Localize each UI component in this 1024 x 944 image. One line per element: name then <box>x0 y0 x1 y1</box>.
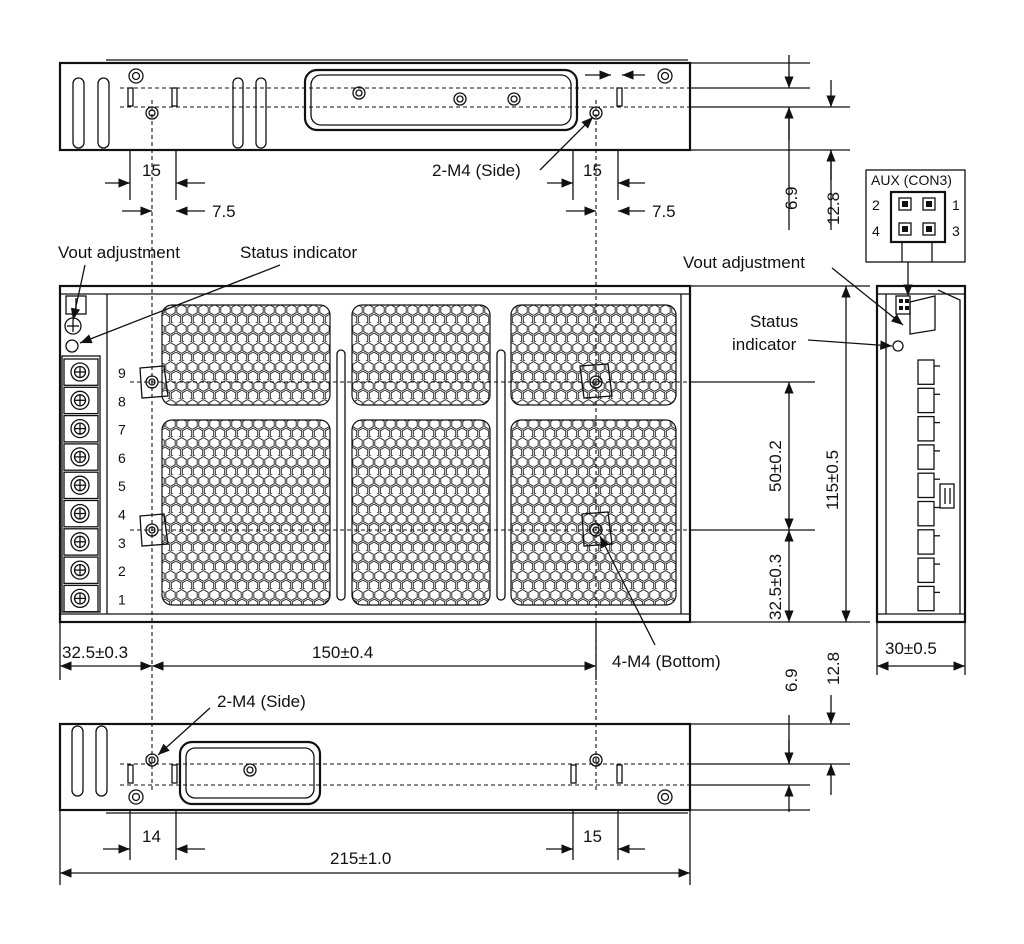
vout-trimmer-icon <box>64 317 82 335</box>
screw-icon <box>352 86 366 100</box>
terminal-number: 5 <box>118 478 126 494</box>
side-terminal <box>917 529 935 555</box>
screw-icon <box>453 92 467 106</box>
dim-top-left-half: 7.5 <box>212 202 236 221</box>
terminal-screw-icon <box>63 584 99 613</box>
status-label: Status indicator <box>240 243 358 262</box>
side-status-label-2: indicator <box>732 335 797 354</box>
aux-pin: 3 <box>952 223 960 239</box>
dim-bottom-right: 15 <box>583 827 602 846</box>
vent-slot <box>72 77 85 149</box>
dim-length: 215±1.0 <box>330 849 391 868</box>
side-vout-label: Vout adjustment <box>683 253 805 272</box>
bottom-view-outline <box>58 722 692 812</box>
screw-icon <box>243 763 257 777</box>
vout-label: Vout adjustment <box>58 243 180 262</box>
aux-connector-icon <box>895 295 911 315</box>
dim-top-right-half: 7.5 <box>652 202 676 221</box>
vent-slot <box>71 725 84 797</box>
vent-slot <box>255 77 267 149</box>
dim-hole-pitch: 150±0.4 <box>312 643 373 662</box>
side-view-outline <box>875 284 967 624</box>
bottom-window <box>178 740 322 806</box>
front-view: 9 8 7 6 5 4 3 2 1 Vout adjustment Status indicat… <box>58 243 870 680</box>
vent-slot <box>95 725 108 797</box>
bottom-screw-label: 4-M4 (Bottom) <box>612 652 721 671</box>
screw-icon <box>145 753 159 767</box>
screw-icon <box>657 68 673 84</box>
dim-bottom-left: 14 <box>142 827 161 846</box>
terminal-number: 8 <box>118 393 126 409</box>
screw-icon <box>128 789 144 805</box>
vent-grid <box>161 304 677 606</box>
bottom-view: 6.9 12.8 2-M4 (Side) 14 15 215±1.0 <box>58 652 850 885</box>
terminal-number: 2 <box>118 563 126 579</box>
aux-pin: 2 <box>872 197 880 213</box>
terminal-number: 1 <box>118 591 126 607</box>
terminal-screw-icon <box>63 358 99 386</box>
top-view: 6.9 12.8 15 7.5 15 7.5 2-M4 (Side) <box>58 55 850 230</box>
side-terminal <box>917 500 935 527</box>
side-terminal <box>917 472 935 499</box>
aux-pin: 4 <box>872 223 880 239</box>
terminal-screw-icon <box>63 528 99 556</box>
aux-connector-box <box>865 169 966 263</box>
vent-slot <box>97 77 110 149</box>
terminal-number: 9 <box>118 365 126 381</box>
terminal-screw-icon <box>63 386 99 415</box>
status-led-icon <box>892 340 904 352</box>
top-screw-label: 2-M4 (Side) <box>432 161 521 180</box>
side-terminal <box>917 557 935 584</box>
dim-top-v1: 6.9 <box>782 186 801 210</box>
terminal-number: 6 <box>118 450 126 466</box>
terminal-screw-icon <box>63 471 99 500</box>
aux-pin: 1 <box>952 197 960 213</box>
vent-slot <box>336 349 346 601</box>
side-view: AUX (CON3) 2 1 4 3 Vout adjustment Statu… <box>683 169 967 675</box>
dim-bottom-offset: 32.5±0.3 <box>766 554 785 620</box>
side-terminal <box>917 387 935 414</box>
top-window <box>303 68 579 132</box>
terminal-number: 4 <box>118 507 126 523</box>
terminal-screw-icon <box>63 499 99 528</box>
terminal-screw-icon <box>63 556 99 585</box>
side-status-label-1: Status <box>750 312 798 331</box>
dim-depth: 30±0.5 <box>885 639 937 658</box>
dim-bottom-v1: 6.9 <box>782 668 801 692</box>
terminal-screw-icon <box>63 414 99 443</box>
status-led-icon <box>65 339 79 353</box>
bottom-side-screw-label: 2-M4 (Side) <box>217 692 306 711</box>
dim-top-right: 15 <box>583 161 602 180</box>
dim-bottom-v2: 12.8 <box>824 652 843 685</box>
terminal-screw-icon <box>63 443 99 471</box>
terminal-number: 7 <box>118 422 126 438</box>
side-terminal <box>917 585 935 612</box>
vent-slot <box>496 349 506 601</box>
screw-icon <box>507 92 521 106</box>
screw-icon <box>657 789 673 805</box>
vent-slot <box>232 77 244 149</box>
side-terminal <box>917 359 935 385</box>
dim-spacing: 50±0.2 <box>766 440 785 492</box>
screw-icon <box>589 753 603 767</box>
dim-top-v2: 12.8 <box>824 192 843 225</box>
side-terminal <box>917 444 935 470</box>
side-terminal <box>917 415 935 442</box>
front-view-outline <box>58 284 692 624</box>
aux-title: AUX (CON3) <box>871 172 952 188</box>
screw-icon <box>128 68 144 84</box>
dim-height: 115±0.5 <box>823 450 842 510</box>
terminal-number: 3 <box>118 535 126 551</box>
dim-left-offset: 32.5±0.3 <box>62 643 128 662</box>
